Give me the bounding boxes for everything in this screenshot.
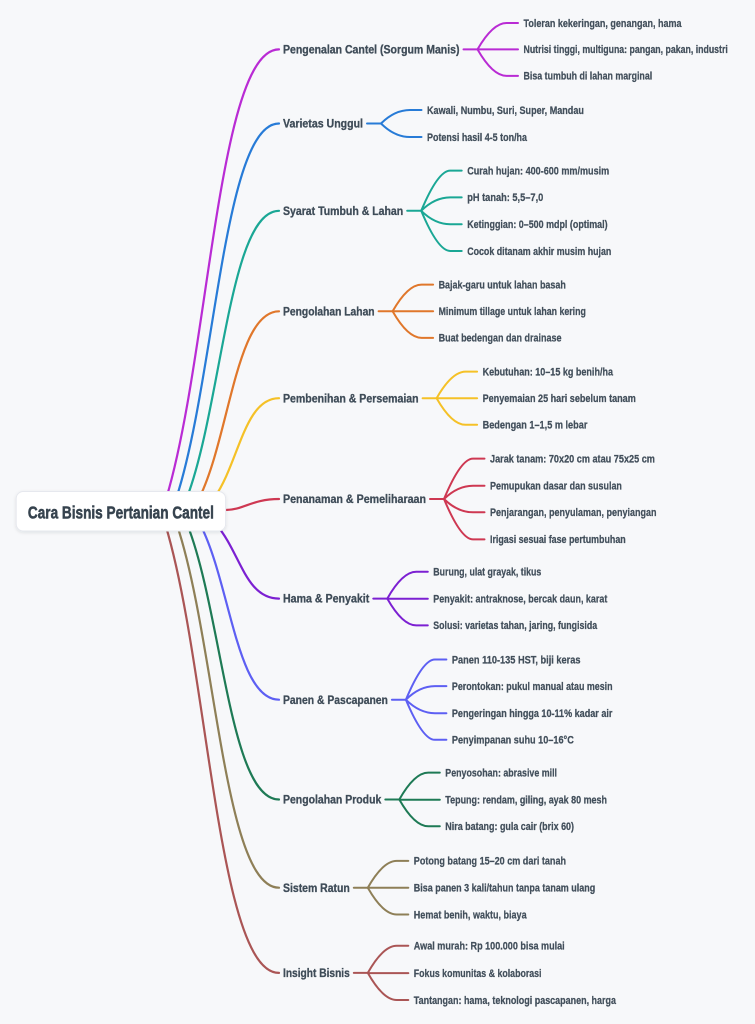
svg-text:Bedengan 1–1,5 m lebar: Bedengan 1–1,5 m lebar	[483, 420, 588, 432]
svg-text:Minimum tillage untuk lahan ke: Minimum tillage untuk lahan kering	[439, 306, 586, 318]
svg-text:Irigasi sesuai fase pertumbuha: Irigasi sesuai fase pertumbuhan	[490, 534, 626, 546]
svg-text:Pengolahan Produk: Pengolahan Produk	[283, 794, 382, 807]
svg-text:Sistem Ratun: Sistem Ratun	[283, 882, 350, 895]
svg-text:Varietas Unggul: Varietas Unggul	[283, 118, 363, 131]
svg-text:Nira batang: gula cair (brix 6: Nira batang: gula cair (brix 60)	[445, 821, 574, 833]
svg-text:Penyemaian 25 hari sebelum tan: Penyemaian 25 hari sebelum tanam	[483, 393, 636, 405]
svg-text:Panen & Pascapanen: Panen & Pascapanen	[283, 694, 388, 707]
svg-text:Hama & Penyakit: Hama & Penyakit	[283, 593, 369, 606]
svg-text:Penjarangan, penyulaman, penyi: Penjarangan, penyulaman, penyiangan	[490, 507, 657, 519]
svg-text:Solusi: varietas tahan, jaring: Solusi: varietas tahan, jaring, fungisid…	[433, 620, 597, 632]
svg-text:Pengolahan Lahan: Pengolahan Lahan	[283, 305, 375, 318]
svg-text:Buat bedengan dan drainase: Buat bedengan dan drainase	[439, 333, 562, 345]
svg-text:Potensi hasil 4-5 ton/ha: Potensi hasil 4-5 ton/ha	[427, 132, 528, 144]
svg-text:Bisa tumbuh di lahan marginal: Bisa tumbuh di lahan marginal	[524, 71, 653, 83]
svg-text:Tantangan: hama, teknologi pas: Tantangan: hama, teknologi pascapanen, h…	[414, 995, 617, 1007]
svg-text:Curah hujan: 400-600 mm/musim: Curah hujan: 400-600 mm/musim	[467, 165, 609, 177]
svg-text:Toleran kekeringan, genangan,: Toleran kekeringan, genangan, hama	[524, 18, 683, 30]
svg-text:Syarat Tumbuh & Lahan: Syarat Tumbuh & Lahan	[283, 205, 403, 218]
svg-text:Pemupukan dasar dan susulan: Pemupukan dasar dan susulan	[490, 481, 622, 493]
svg-text:Potong batang 15–20 cm dari ta: Potong batang 15–20 cm dari tanah	[414, 856, 566, 868]
svg-text:Penyosohan: abrasive mill: Penyosohan: abrasive mill	[445, 767, 557, 779]
svg-text:Burung, ulat grayak, tikus: Burung, ulat grayak, tikus	[433, 567, 541, 579]
svg-text:Kawali, Numbu, Suri, Super, Ma: Kawali, Numbu, Suri, Super, Mandau	[427, 105, 584, 117]
svg-text:Awal murah: Rp 100.000 bisa mu: Awal murah: Rp 100.000 bisa mulai	[414, 941, 565, 953]
svg-text:Pengeringan hingga 10-11% kada: Pengeringan hingga 10-11% kadar air	[452, 708, 613, 720]
svg-text:Penyimpanan suhu 10–16°C: Penyimpanan suhu 10–16°C	[452, 735, 574, 747]
svg-text:Kebutuhan: 10–15 kg benih/ha: Kebutuhan: 10–15 kg benih/ha	[483, 366, 614, 378]
svg-text:Hemat benih, waktu, biaya: Hemat benih, waktu, biaya	[414, 909, 528, 921]
svg-text:Pengenalan Cantel (Sorgum Mani: Pengenalan Cantel (Sorgum Manis)	[283, 44, 460, 57]
svg-text:Cocok ditanam akhir musim huja: Cocok ditanam akhir musim hujan	[467, 246, 611, 258]
svg-text:Pembenihan & Persemaian: Pembenihan & Persemaian	[283, 392, 419, 405]
svg-text:Bajak-garu untuk lahan basah: Bajak-garu untuk lahan basah	[439, 279, 566, 291]
svg-text:Perontokan: pukul manual atau: Perontokan: pukul manual atau mesin	[452, 681, 613, 693]
svg-text:Insight Bisnis: Insight Bisnis	[283, 967, 350, 980]
svg-text:Jarak tanam: 70x20 cm atau 75x: Jarak tanam: 70x20 cm atau 75x25 cm	[490, 453, 655, 465]
svg-text:Cara Bisnis Pertanian Cantel: Cara Bisnis Pertanian Cantel	[28, 502, 214, 522]
svg-text:Penyakit: antraknose, bercak d: Penyakit: antraknose, bercak daun, karat	[433, 594, 607, 606]
svg-text:Panen 110-135 HST, biji keras: Panen 110-135 HST, biji keras	[452, 654, 581, 666]
svg-text:Bisa panen 3 kali/tahun tanpa: Bisa panen 3 kali/tahun tanpa tanam ulan…	[414, 883, 595, 895]
svg-text:Tepung: rendam, giling, ayak 8: Tepung: rendam, giling, ayak 80 mesh	[445, 795, 607, 807]
svg-text:Ketinggian: 0–500 mdpl (optima: Ketinggian: 0–500 mdpl (optimal)	[467, 219, 608, 231]
svg-text:Nutrisi tinggi, multiguna: pan: Nutrisi tinggi, multiguna: pangan, pakan…	[524, 44, 728, 56]
svg-text:Penanaman & Pemeliharaan: Penanaman & Pemeliharaan	[283, 493, 426, 506]
svg-text:Fokus komunitas & kolaborasi: Fokus komunitas & kolaborasi	[414, 968, 542, 980]
svg-text:pH tanah: 5,5–7,0: pH tanah: 5,5–7,0	[467, 192, 543, 204]
